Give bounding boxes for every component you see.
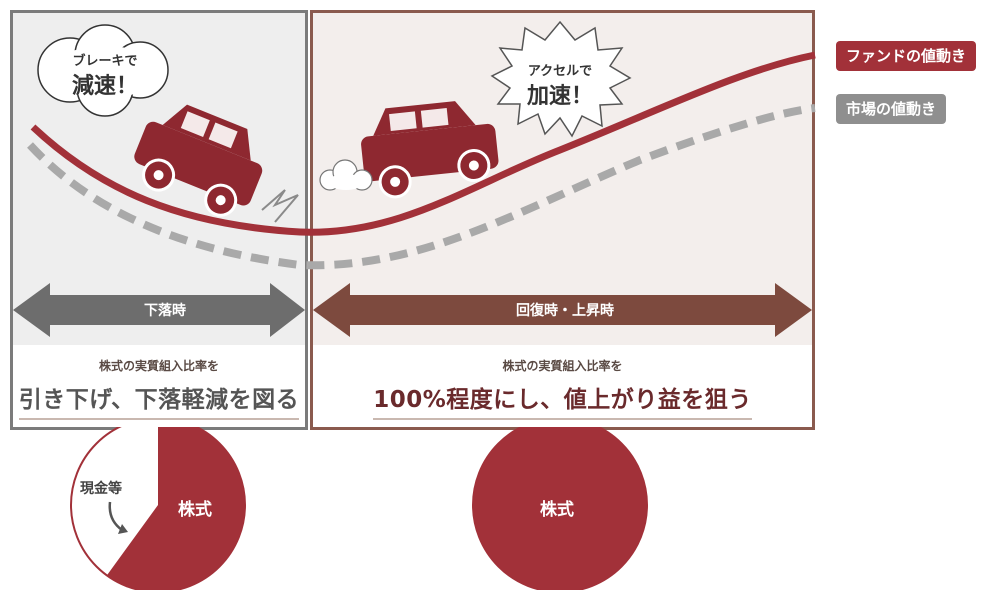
accelerating-car-icon — [361, 101, 499, 199]
brake-bubble-line1: ブレーキで — [72, 54, 138, 69]
recovery-phase-label: 回復時・上昇時 — [516, 303, 614, 319]
decline-phase-arrow — [13, 283, 305, 337]
recovery-allocation-pie — [472, 417, 648, 590]
cash-arrow-head — [118, 524, 128, 534]
braking-car-icon — [134, 104, 263, 217]
accel-bubble-line2: 加速！ — [526, 84, 593, 109]
cash-arrow-icon — [108, 501, 123, 532]
accel-bubble-line1: アクセルで — [527, 64, 593, 79]
recovery-pie-stock-slice — [473, 418, 647, 590]
decline-caption-sub: 株式の実質組入比率を — [98, 359, 219, 373]
decline-phase-label: 下落時 — [144, 303, 186, 319]
brake-spark-icon — [261, 189, 299, 223]
brake-bubble-line2: 減速！ — [71, 74, 138, 99]
fund-movement-line — [30, 51, 816, 236]
recovery-pie-stock-label: 株式 — [540, 500, 574, 520]
accel-burst-bubble — [490, 20, 632, 138]
recovery-caption: 株式の実質組入比率を 100%程度にし、値上がり益を狙う — [313, 345, 812, 427]
brake-speech-bubble — [37, 24, 169, 117]
decline-pie-cash-label: 現金等 — [80, 481, 122, 497]
market-legend-tag: 市場の値動き — [836, 94, 947, 124]
decline-allocation-pie — [70, 417, 246, 590]
recovery-caption-sub: 株式の実質組入比率を — [502, 359, 623, 373]
decline-pie-stock-slice — [106, 418, 245, 590]
fund-legend-tag: ファンドの値動き — [836, 41, 977, 71]
decline-caption-main: 引き下げ、下落軽減を図る — [18, 380, 300, 420]
decline-pie-stock-label: 株式 — [178, 500, 212, 520]
recovery-caption-main: 100%程度にし、値上がり益を狙う — [373, 380, 752, 420]
exhaust-cloud-icon — [319, 159, 373, 191]
decline-caption: 株式の実質組入比率を 引き下げ、下落軽減を図る — [13, 345, 305, 427]
recovery-phase-arrow — [313, 283, 812, 337]
